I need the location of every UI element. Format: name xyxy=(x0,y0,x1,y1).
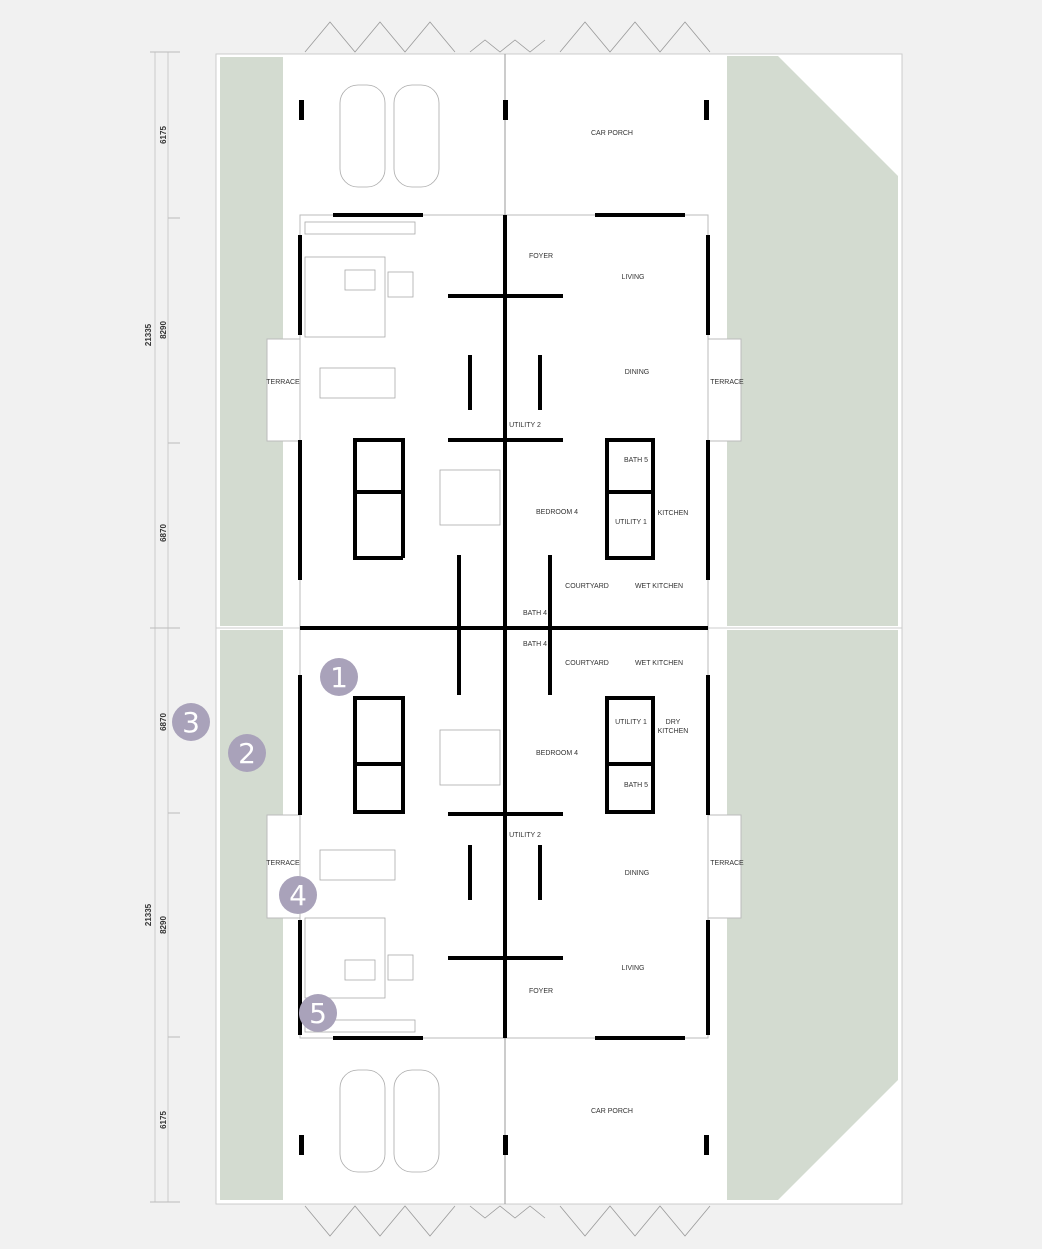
dimension-segment: 6175 xyxy=(159,1111,168,1129)
room-label-utility-1: UTILITY 1 xyxy=(615,519,647,526)
room-label-bath-5: BATH 5 xyxy=(624,782,648,789)
room-label-dry-kitchen: KITCHEN xyxy=(658,728,689,735)
room-label-wet-kitchen: WET KITCHEN xyxy=(635,660,683,667)
sofa-icon xyxy=(304,917,386,999)
room-label-terrace: TERRACE xyxy=(266,379,300,386)
terrace-right-upper xyxy=(707,338,742,442)
room-label-bedroom-4: BEDROOM 4 xyxy=(536,750,578,757)
room-label-car-porch: CAR PORCH xyxy=(591,1108,633,1115)
room-label-utility-2: UTILITY 2 xyxy=(509,832,541,839)
marker-2[interactable]: 2 xyxy=(228,734,266,772)
room-label-bath-4: BATH 4 xyxy=(523,641,547,648)
dining-table-icon xyxy=(319,849,396,881)
room-label-courtyard: COURTYARD xyxy=(565,660,609,667)
terrace-left-upper xyxy=(266,338,301,442)
room-label-terrace: TERRACE xyxy=(710,860,744,867)
room-label-foyer: FOYER xyxy=(529,253,553,260)
room-label-dining: DINING xyxy=(625,369,650,376)
car-icon xyxy=(339,1069,386,1173)
marker-4[interactable]: 4 xyxy=(279,876,317,914)
room-label-foyer: FOYER xyxy=(529,988,553,995)
sofa-icon xyxy=(304,256,386,338)
garden-right-upper xyxy=(727,56,898,626)
svg-text:5: 5 xyxy=(309,997,327,1030)
marker-1[interactable]: 1 xyxy=(320,658,358,696)
room-label-car-porch: CAR PORCH xyxy=(591,130,633,137)
dimension-lines xyxy=(150,51,180,1203)
room-label-utility-2: UTILITY 2 xyxy=(509,422,541,429)
room-label-bath-5: BATH 5 xyxy=(624,457,648,464)
svg-text:3: 3 xyxy=(182,706,200,739)
room-label-wet-kitchen: WET KITCHEN xyxy=(635,583,683,590)
room-label-courtyard: COURTYARD xyxy=(565,583,609,590)
room-label-living: LIVING xyxy=(622,274,645,281)
room-label-bedroom-4: BEDROOM 4 xyxy=(536,509,578,516)
dimension-total-upper: 21335 xyxy=(144,323,153,346)
marker-3[interactable]: 3 xyxy=(172,703,210,741)
bed-icon xyxy=(439,729,501,786)
car-icon xyxy=(393,84,440,188)
room-label-bath-4: BATH 4 xyxy=(523,610,547,617)
walls xyxy=(298,100,710,1155)
svg-text:4: 4 xyxy=(289,879,307,912)
dimension-segment: 6870 xyxy=(159,713,168,731)
terrace-right-lower xyxy=(707,814,742,919)
dimension-segment: 6870 xyxy=(159,524,168,542)
dimension-segment: 8290 xyxy=(159,321,168,339)
car-icon xyxy=(339,84,386,188)
dimension-segment: 6175 xyxy=(159,126,168,144)
gates xyxy=(304,21,711,1237)
marker-5[interactable]: 5 xyxy=(299,994,337,1032)
dining-table-icon xyxy=(319,367,396,399)
room-label-terrace: TERRACE xyxy=(266,860,300,867)
room-label-living: LIVING xyxy=(622,965,645,972)
car-icon xyxy=(393,1069,440,1173)
room-label-utility-1: UTILITY 1 xyxy=(615,719,647,726)
room-label-dining: DINING xyxy=(625,870,650,877)
furniture xyxy=(304,84,501,1173)
garden-right-lower xyxy=(727,630,898,1200)
room-label-dry-kitchen: DRY xyxy=(666,719,681,726)
svg-text:1: 1 xyxy=(330,661,348,694)
room-label-terrace: TERRACE xyxy=(710,379,744,386)
bed-icon xyxy=(439,469,501,526)
svg-text:2: 2 xyxy=(238,737,256,770)
room-label-kitchen: KITCHEN xyxy=(658,510,689,517)
dimension-segment: 8290 xyxy=(159,916,168,934)
upper-unit-labels: CAR PORCH FOYER LIVING DINING TERRACE TE… xyxy=(266,130,744,617)
lower-unit-labels: BATH 4 COURTYARD WET KITCHEN UTILITY 1 D… xyxy=(266,641,744,1115)
dimension-total-lower: 21335 xyxy=(144,903,153,926)
